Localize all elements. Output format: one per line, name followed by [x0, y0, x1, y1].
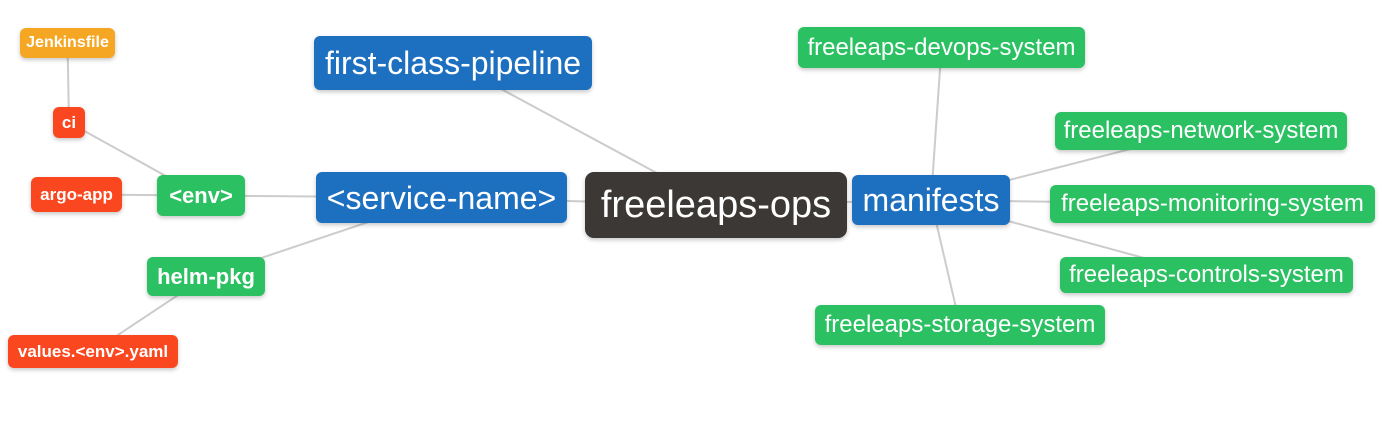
node-label-jenkinsfile: Jenkinsfile — [26, 34, 109, 51]
node-values-env-yaml[interactable]: values.<env>.yaml — [8, 335, 178, 368]
node-label-monitoring-system: freeleaps-monitoring-system — [1061, 190, 1364, 217]
node-label-devops-system: freeleaps-devops-system — [807, 33, 1076, 61]
node-first-class-pipeline[interactable]: first-class-pipeline — [314, 36, 592, 90]
node-label-first-class-pipeline: first-class-pipeline — [324, 45, 582, 81]
node-devops-system[interactable]: freeleaps-devops-system — [798, 27, 1085, 68]
node-label-storage-system: freeleaps-storage-system — [824, 311, 1096, 338]
node-argo-app[interactable]: argo-app — [31, 177, 122, 212]
node-service-name[interactable]: <service-name> — [316, 172, 567, 223]
node-label-env: <env> — [169, 182, 233, 208]
node-label-argo-app: argo-app — [40, 185, 113, 204]
node-env[interactable]: <env> — [157, 175, 245, 216]
node-helm-pkg[interactable]: helm-pkg — [147, 257, 265, 296]
node-jenkinsfile[interactable]: Jenkinsfile — [20, 28, 115, 58]
node-label-ci: ci — [61, 113, 77, 132]
node-label-freeleaps-ops: freeleaps-ops — [600, 184, 832, 226]
node-network-system[interactable]: freeleaps-network-system — [1055, 112, 1347, 150]
node-label-values-env-yaml: values.<env>.yaml — [17, 342, 169, 361]
node-freeleaps-ops[interactable]: freeleaps-ops — [585, 172, 847, 238]
node-monitoring-system[interactable]: freeleaps-monitoring-system — [1050, 185, 1375, 223]
node-storage-system[interactable]: freeleaps-storage-system — [815, 305, 1105, 345]
node-label-network-system: freeleaps-network-system — [1063, 117, 1339, 144]
node-ci[interactable]: ci — [53, 107, 85, 138]
node-controls-system[interactable]: freeleaps-controls-system — [1060, 257, 1353, 293]
node-label-controls-system: freeleaps-controls-system — [1069, 261, 1344, 288]
node-manifests[interactable]: manifests — [852, 175, 1010, 225]
node-label-helm-pkg: helm-pkg — [157, 263, 255, 289]
node-label-service-name: <service-name> — [326, 179, 557, 216]
node-label-manifests: manifests — [862, 182, 1000, 218]
